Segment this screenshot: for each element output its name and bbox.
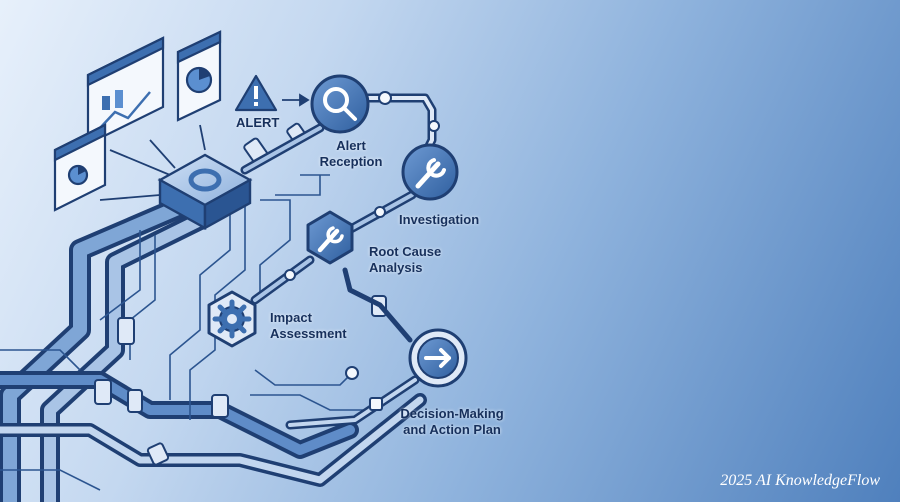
step-node-investigation: [401, 143, 459, 201]
pie-chart-screen-icon: [176, 30, 222, 122]
magnifier-icon: [323, 87, 357, 121]
arrow-right-icon: [424, 348, 451, 368]
alert-tag-label: ALERT: [236, 115, 280, 130]
step-label-impact-assessment: Impact Assessment: [270, 310, 347, 341]
step-label-alert-reception: Alert Reception: [319, 138, 383, 169]
path-joints: [284, 91, 440, 411]
workflow-path: [240, 93, 437, 430]
hub-device-icon: [157, 153, 253, 231]
step-label-investigation: Investigation: [399, 212, 480, 227]
analytics-screen-icon: [86, 36, 165, 146]
step-node-decision-making: [408, 328, 468, 388]
step-node-alert-reception: [310, 74, 370, 134]
wrench-icon: [317, 226, 344, 253]
gear-icon: [212, 299, 252, 339]
pipe-bundle: [0, 194, 427, 502]
step-label-root-cause-analysis: Root Cause Analysis: [369, 244, 442, 275]
report-screen-icon: [53, 123, 107, 212]
alert-warning-icon: [234, 74, 278, 112]
step-node-root-cause-analysis: [306, 210, 354, 265]
step-node-impact-assessment: [207, 290, 257, 348]
step-label-decision-making: Decision-Making and Action Plan: [400, 406, 504, 437]
flow-arrows: [99, 93, 310, 201]
dashboard-screens: [53, 30, 222, 212]
wrench-icon: [415, 158, 446, 189]
watermark-text: 2025 AI KnowledgeFlow: [720, 472, 880, 489]
